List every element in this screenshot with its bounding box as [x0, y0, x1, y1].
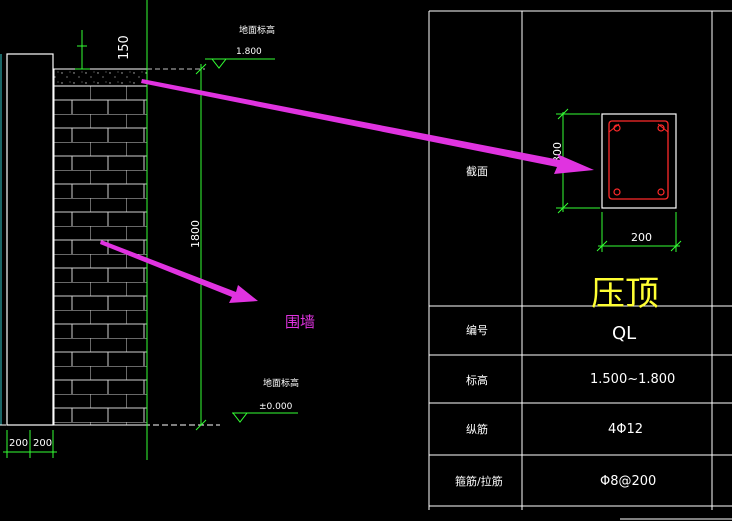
wall-annotation-label: 围墙	[285, 313, 315, 331]
rebar-dot	[657, 124, 665, 132]
ground-elevation-label-bottom: 地面标高	[263, 377, 299, 389]
arrow-to-section	[141, 79, 594, 174]
rebar-dot	[613, 124, 621, 132]
table-title: 压顶	[591, 274, 659, 314]
dimension-200-right: 200	[33, 438, 52, 449]
rebar-dot	[657, 188, 665, 196]
rebar-dot	[613, 188, 621, 196]
wall-elevation	[0, 53, 220, 426]
row-value-id: QL	[612, 323, 636, 344]
coping-schedule-table	[428, 10, 732, 520]
arrow-to-wall-label	[100, 240, 258, 303]
section-outline	[601, 113, 677, 209]
dimension-1800: 1800	[189, 220, 202, 248]
row-key-stirrups: 箍筋/拉筋	[455, 474, 503, 488]
elevation-mark-bottom: 地面标高 ±0.000	[231, 377, 299, 423]
wall-coping	[53, 68, 148, 87]
dimension-200-left: 200	[9, 438, 28, 449]
wall-pier	[6, 53, 54, 426]
row-key-elevation: 标高	[466, 373, 488, 387]
section-width-dim: 200	[631, 231, 652, 244]
row-key-longitudinal-bars: 纵筋	[466, 422, 488, 436]
row-key-section: 截面	[466, 164, 488, 178]
stirrup	[608, 120, 669, 200]
annotation-arrows	[100, 79, 594, 303]
ground-elevation-value-bottom: ±0.000	[259, 402, 293, 412]
row-value-elevation: 1.500~1.800	[590, 372, 675, 387]
row-value-stirrups: Φ8@200	[600, 474, 656, 489]
dimension-150: 150	[117, 35, 132, 60]
row-key-id: 编号	[466, 323, 488, 337]
coping-section-detail: 300 200	[551, 108, 682, 252]
dimension-lines	[3, 0, 207, 460]
elevation-mark-top: 地面标高 1.800	[205, 24, 275, 69]
ground-elevation-value-top: 1.800	[236, 47, 262, 57]
row-value-longitudinal-bars: 4Φ12	[608, 422, 643, 437]
ground-elevation-label-top: 地面标高	[239, 24, 275, 36]
